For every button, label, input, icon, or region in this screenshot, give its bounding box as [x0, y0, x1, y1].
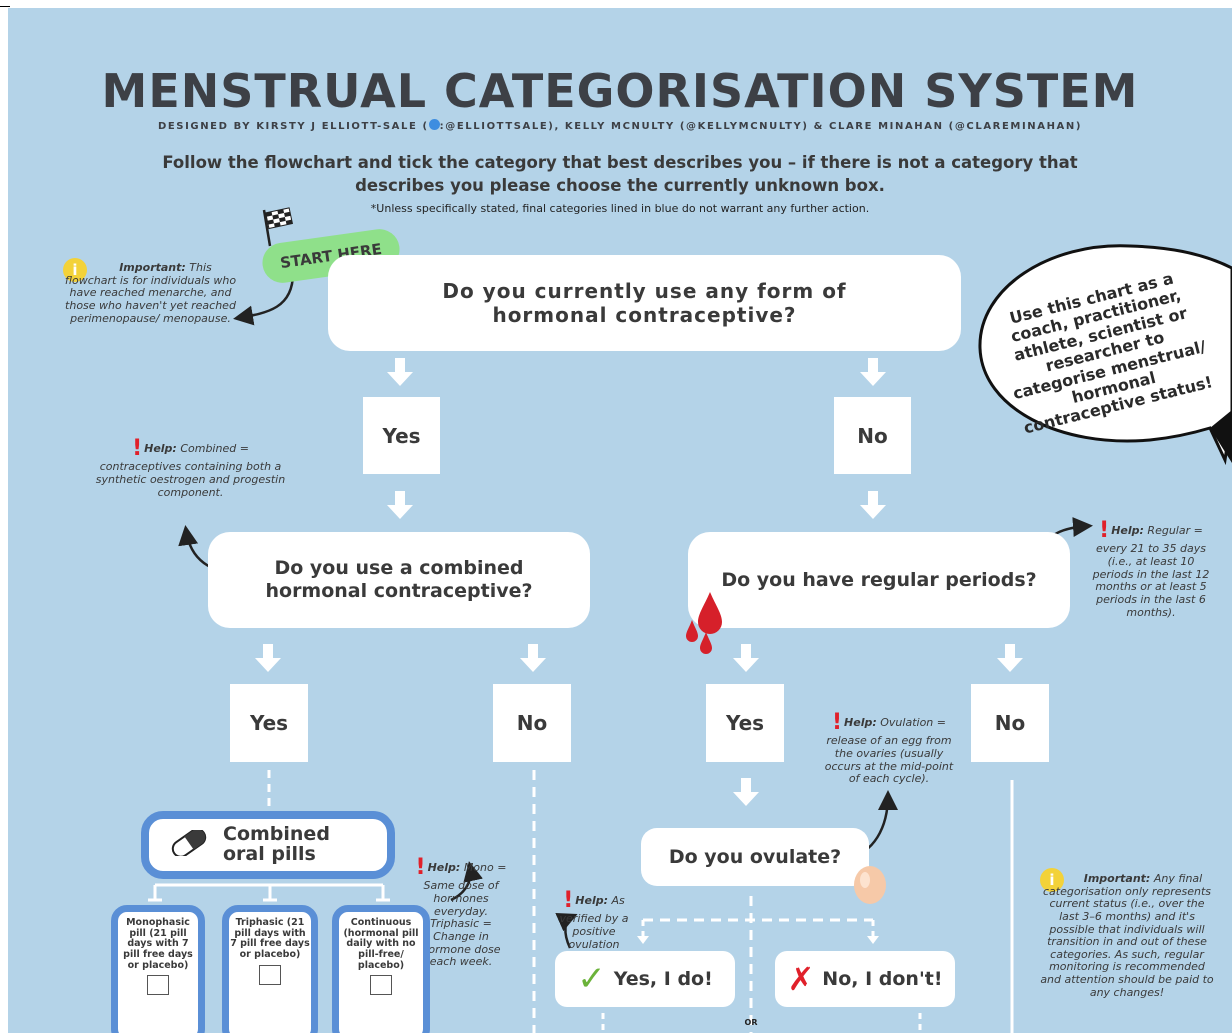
option-continuous-checkbox[interactable] — [370, 975, 392, 996]
question-hormonal-contraceptive: Do you currently use any form of hormona… — [328, 255, 961, 351]
option-continuous-label: Continuous (hormonal pill daily with no … — [343, 917, 419, 971]
top-left-corner-mark — [0, 6, 10, 7]
down-arrow-icon — [387, 358, 413, 386]
answer-yes-i-do: ✓ Yes, I do! — [555, 951, 735, 1007]
annotation-arrow — [555, 912, 578, 949]
question-combined-contraceptive: Do you use a combined hormonal contracep… — [208, 532, 590, 628]
question-ovulate-text: Do you ovulate? — [668, 846, 842, 868]
question-regular-periods: Do you have regular periods? — [688, 532, 1070, 628]
help-ovulation-label: Help: — [844, 716, 877, 729]
exclamation-icon: ! — [563, 888, 574, 913]
help-combined-note: !Help: Combined = contraceptives contain… — [93, 436, 288, 499]
down-arrow-icon — [733, 778, 759, 806]
designed-by-prefix: DESIGNED BY KIRSTY J ELLIOTT-SALE ( — [157, 121, 429, 132]
checkmark-icon: ✓ — [577, 959, 606, 999]
answer-no-i-dont: ✗ No, I don't! — [775, 951, 955, 1007]
help-combined-label: Help: — [144, 442, 177, 455]
info-icon: i — [63, 258, 87, 282]
speech-bubble: Use this chart as a coach, practitioner,… — [970, 238, 1232, 468]
or-label: OR — [744, 1018, 758, 1027]
important-bottom-label: Important: — [1083, 872, 1151, 885]
option-continuous: Continuous (hormonal pill daily with no … — [332, 905, 430, 1033]
important-top-note: Important: This flowchart is for individ… — [63, 261, 238, 325]
footnote: *Unless specifically stated, final categ… — [370, 202, 870, 215]
option-triphasic-label: Triphasic (21 pill days with 7 pill free… — [230, 917, 310, 960]
important-bottom-text: Any final categorisation only represents… — [1040, 872, 1214, 999]
answer-yes-regular: Yes — [706, 684, 784, 762]
combined-oral-pills-card: Combined oral pills — [141, 811, 395, 879]
down-arrow-icon — [997, 644, 1023, 672]
down-arrow-icon — [255, 644, 281, 672]
option-triphasic-checkbox[interactable] — [259, 964, 281, 985]
option-monophasic-checkbox[interactable] — [147, 975, 169, 996]
help-regular-label: Help: — [1111, 524, 1144, 537]
help-regular-text: Regular = every 21 to 35 days (i.e., at … — [1092, 524, 1210, 619]
important-top-label: Important: — [119, 261, 186, 274]
help-regular-note: !Help: Regular = every 21 to 35 days (i.… — [1091, 518, 1211, 619]
option-monophasic: Monophasic pill (21 pill days with 7 pil… — [111, 905, 205, 1033]
down-arrow-icon — [387, 491, 413, 519]
cross-icon: ✗ — [787, 960, 815, 998]
important-top-text: This flowchart is for individuals who ha… — [64, 261, 237, 325]
checkered-flag-icon — [260, 206, 296, 252]
answer-yes-combined: Yes — [230, 684, 308, 762]
down-arrow-icon — [520, 644, 546, 672]
help-mono-text: Mono = Same dose of hormones everyday. T… — [421, 861, 507, 969]
exclamation-icon: ! — [415, 855, 426, 880]
help-mono-label: Help: — [427, 861, 461, 874]
pill-icon — [167, 828, 211, 860]
answer-no-combined: No — [493, 684, 571, 762]
combined-pills-title-1: Combined — [223, 823, 330, 846]
help-ovulation-text: Ovulation = release of an egg from the o… — [824, 716, 954, 786]
question-regular-periods-text: Do you have regular periods? — [721, 569, 1037, 591]
exclamation-icon: ! — [1099, 518, 1110, 543]
connector-layer — [148, 272, 1093, 1033]
instruction-line-1: Follow the flowchart and tick the catego… — [162, 153, 1078, 172]
help-mono-note: !Help: Mono = Same dose of hormones ever… — [411, 855, 511, 969]
instruction-line-2: describes you please choose the currentl… — [355, 176, 885, 195]
annotation-arrow — [450, 861, 483, 902]
option-monophasic-label: Monophasic pill (21 pill days with 7 pil… — [123, 917, 193, 971]
egg-icon — [851, 860, 889, 910]
answer-no-1: No — [834, 397, 911, 474]
option-triphasic: Triphasic (21 pill days with 7 pill free… — [222, 905, 318, 1033]
designed-by-rest: :@ELLIOTTSALE), KELLY MCNULTY (@KELLYMCN… — [439, 121, 1083, 132]
designed-by-line: DESIGNED BY KIRSTY J ELLIOTT-SALE ( :@ELL… — [8, 119, 1232, 132]
blood-drops-icon — [680, 588, 728, 662]
down-arrow-icon — [860, 358, 886, 386]
twitter-icon — [428, 119, 440, 130]
info-icon: i — [1040, 868, 1064, 892]
annotation-arrow — [233, 272, 295, 326]
flowchart-canvas: MENSTRUAL CATEGORISATION SYSTEM DESIGNED… — [8, 8, 1232, 1033]
exclamation-icon: ! — [132, 436, 143, 461]
important-bottom-note: Important: Any final categorisation only… — [1038, 872, 1216, 999]
question-combined-contraceptive-text: Do you use a combined hormonal contracep… — [265, 557, 533, 602]
answer-yes-1: Yes — [363, 397, 440, 474]
down-arrow-icon — [860, 491, 886, 519]
answer-yes-i-do-text: Yes, I do! — [613, 968, 713, 990]
question-hormonal-contraceptive-text: Do you currently use any form of hormona… — [442, 279, 847, 327]
help-verified-label: Help: — [575, 894, 608, 907]
answer-no-i-dont-text: No, I don't! — [822, 968, 943, 990]
down-arrow-icon — [733, 644, 759, 672]
help-ovulation-note: !Help: Ovulation = release of an egg fro… — [820, 710, 958, 786]
question-ovulate: Do you ovulate? — [641, 828, 869, 886]
exclamation-icon: ! — [832, 710, 843, 735]
answer-no-regular: No — [971, 684, 1049, 762]
combined-pills-title-2: oral pills — [223, 843, 316, 865]
help-combined-text: Combined = contraceptives containing bot… — [95, 442, 286, 499]
page-title: MENSTRUAL CATEGORISATION SYSTEM — [101, 64, 1139, 118]
